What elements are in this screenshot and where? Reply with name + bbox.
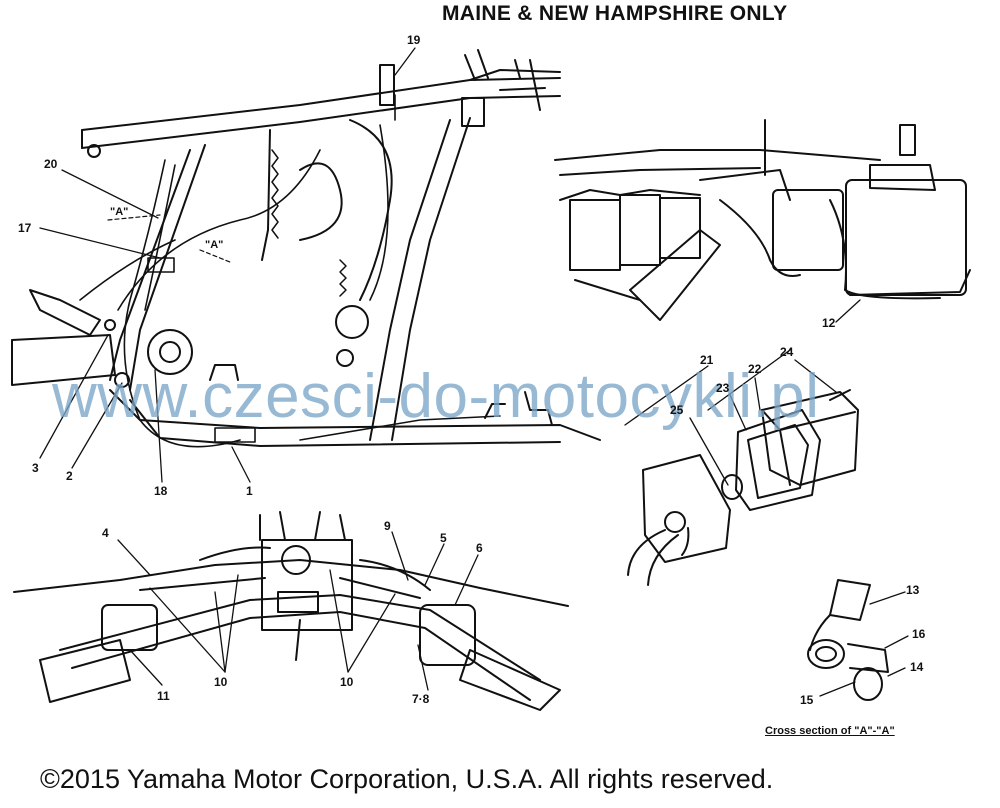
section-marker: "A"	[205, 239, 224, 251]
callout-1: 1	[246, 484, 253, 498]
callout-22: 22	[748, 362, 762, 376]
callout-17: 17	[18, 221, 32, 235]
handlebar-assembly	[13, 511, 569, 711]
callout-16: 16	[912, 627, 926, 641]
license-light-assembly	[624, 349, 859, 586]
callout-10-right: 10	[340, 675, 354, 689]
callout-23: 23	[716, 381, 730, 395]
callout-20: 20	[44, 157, 58, 171]
section-marker-lines	[107, 214, 231, 263]
callout-18: 18	[154, 484, 168, 498]
rear-detail-view	[554, 119, 971, 323]
callout-5: 5	[440, 531, 447, 545]
callout-7-8: 7·8	[412, 692, 430, 706]
callout-10-left: 10	[214, 675, 228, 689]
callout-19: 19	[407, 33, 421, 47]
callout-13: 13	[906, 583, 920, 597]
watermark: www.czesci-do-motocykli.pl	[52, 362, 820, 431]
callout-24: 24	[780, 345, 794, 359]
cross-section-caption: Cross section of "A"-"A"	[765, 725, 895, 737]
callout-9: 9	[384, 519, 391, 533]
heading: MAINE & NEW HAMPSHIRE ONLY	[442, 2, 788, 25]
callout-21: 21	[700, 353, 714, 367]
callout-6: 6	[476, 541, 483, 555]
callout-15: 15	[800, 693, 814, 707]
frame-assembly	[11, 49, 601, 447]
copyright-notice: ©2015 Yamaha Motor Corporation, U.S.A. A…	[40, 764, 774, 794]
callout-12: 12	[822, 316, 836, 330]
wire-harness	[79, 94, 501, 448]
callout-4: 4	[102, 526, 109, 540]
callout-14: 14	[910, 660, 924, 674]
callout-2: 2	[66, 469, 73, 483]
callout-11: 11	[157, 689, 170, 703]
callout-25: 25	[670, 403, 684, 417]
callout-3: 3	[32, 461, 39, 475]
leader-lines-frame	[39, 47, 416, 483]
section-marker: "A"	[110, 206, 129, 218]
cross-section-detail	[807, 579, 909, 701]
